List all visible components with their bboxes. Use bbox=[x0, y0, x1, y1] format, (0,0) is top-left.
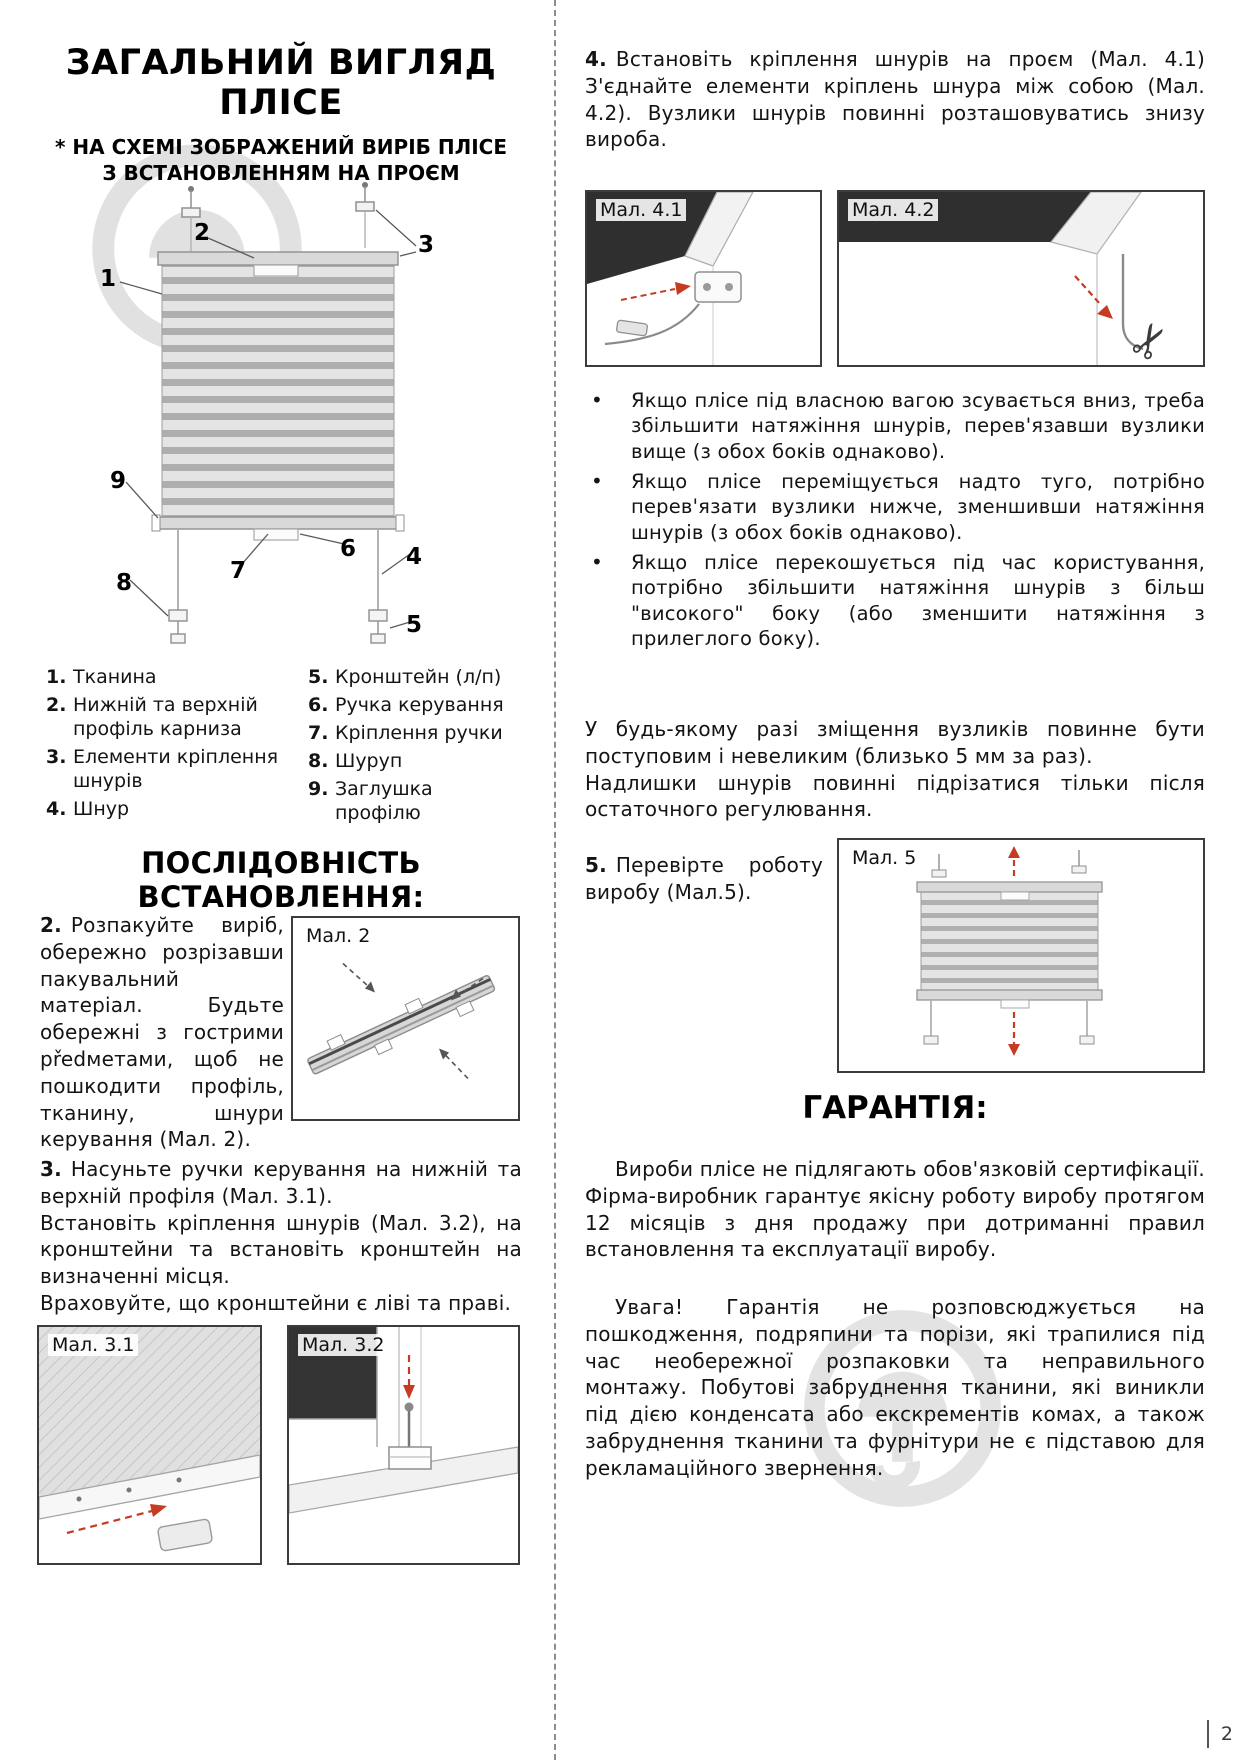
figure-4-1: Мал. 4.1 bbox=[585, 190, 822, 367]
step-3-line2: Встановіть кріплення шнурів (Мал. 3.2), … bbox=[40, 1210, 522, 1289]
legend-item: 4. Шнур bbox=[46, 798, 308, 822]
blind-diagram-illustration bbox=[119, 182, 417, 644]
page-title-line1: ЗАГАЛЬНИЙ ВИГЛЯД bbox=[65, 43, 497, 83]
diagram-callout-9: 9 bbox=[110, 468, 127, 494]
bullet-text: Якщо плісе перекошується під час користу… bbox=[631, 551, 1205, 651]
bullet-marker: • bbox=[591, 550, 603, 575]
step-3-paragraph: 3.Насуньте ручки керування на нижній та … bbox=[40, 1156, 522, 1317]
legend-item-text: Шнур bbox=[73, 797, 130, 820]
figure-2-illustration bbox=[307, 962, 496, 1080]
figure-3-1: Мал. 3.1 bbox=[37, 1325, 262, 1565]
step-3-line1-text: Насуньте ручки керування на нижній та ве… bbox=[40, 1157, 522, 1208]
adjustment-note-line2: Надлишки шнурів повинні підрізатися тіль… bbox=[585, 770, 1205, 822]
column-divider bbox=[554, 0, 556, 1760]
installation-sequence-heading: ПОСЛІДОВНІСТЬ ВСТАНОВЛЕННЯ: bbox=[137, 846, 425, 914]
warranty-paragraph-1: Вироби плісе не підлягають обов'язковій … bbox=[585, 1157, 1205, 1262]
legend-item-number: 7. bbox=[308, 721, 329, 744]
blind-overview-diagram: 1 2 3 4 5 6 7 8 9 bbox=[58, 182, 498, 657]
parts-legend-column-1: 1. Тканина 2. Нижній та верхній профіль … bbox=[46, 666, 308, 830]
legend-item-text: Заглушка профілю bbox=[335, 777, 433, 824]
diagram-callout-3: 3 bbox=[418, 232, 435, 258]
legend-item-text: Елементи кріплення шнурів bbox=[73, 745, 279, 792]
legend-item: 6. Ручка керування bbox=[308, 694, 522, 718]
bullet-text: Якщо плісе під власною вагою зсувається … bbox=[631, 389, 1205, 463]
warranty-heading: ГАРАНТІЯ: bbox=[802, 1090, 988, 1126]
bullet-item: • Якщо плісе перекошується під час корис… bbox=[585, 550, 1205, 651]
legend-item: 5. Кронштейн (л/п) bbox=[308, 666, 522, 690]
legend-item: 3. Елементи кріплення шнурів bbox=[46, 746, 308, 794]
legend-item-number: 8. bbox=[308, 749, 329, 772]
parts-legend: 1. Тканина 2. Нижній та верхній профіль … bbox=[46, 666, 522, 830]
figure-4-2-label: Мал. 4.2 bbox=[848, 199, 939, 221]
scissors-icon: ✂ bbox=[1117, 311, 1183, 365]
figure-3-1-label: Мал. 3.1 bbox=[48, 1334, 139, 1356]
step-5-text: Перевірте роботу виробу (Мал.5). bbox=[585, 853, 823, 904]
figure-2: Мал. 2 bbox=[291, 916, 520, 1121]
legend-item-text: Кронштейн (л/п) bbox=[335, 666, 502, 688]
parts-legend-column-2: 5. Кронштейн (л/п) 6. Ручка керування 7.… bbox=[308, 666, 522, 830]
legend-item: 9. Заглушка профілю bbox=[308, 778, 522, 826]
legend-item-number: 5. bbox=[308, 666, 329, 688]
bullet-text: Якщо плісе переміщується надто туго, пот… bbox=[631, 470, 1205, 544]
step-2-paragraph: 2.Розпакуйте виріб, обережно розрізавши … bbox=[40, 912, 284, 1153]
step-2-number: 2. bbox=[40, 913, 62, 937]
page-subtitle-line2: З ВСТАНОВЛЕННЯМ НА ПРОЄМ bbox=[102, 161, 460, 185]
step-2-text: Розпакуйте виріб, обережно розрізавши па… bbox=[40, 913, 284, 1152]
adjustment-note-line1: У будь-якому разі зміщення вузликів пови… bbox=[585, 717, 1205, 768]
diagram-callout-8: 8 bbox=[116, 570, 133, 596]
legend-item-number: 1. bbox=[46, 666, 67, 688]
legend-item-text: Шуруп bbox=[335, 749, 403, 772]
diagram-callout-2: 2 bbox=[194, 220, 211, 246]
step-3-number: 3. bbox=[40, 1157, 62, 1181]
figure-2-label: Мал. 2 bbox=[302, 925, 375, 947]
bullet-marker: • bbox=[591, 388, 603, 412]
legend-item-number: 2. bbox=[46, 693, 67, 716]
legend-item: 8. Шуруп bbox=[308, 750, 522, 774]
legend-item: 2. Нижній та верхній профіль карниза bbox=[46, 694, 308, 742]
figure-3-1-illustration bbox=[39, 1327, 260, 1552]
adjustment-bullets: • Якщо плісе під власною вагою зсуваєтьс… bbox=[585, 388, 1205, 656]
figure-5-label: Мал. 5 bbox=[848, 847, 921, 869]
legend-item-number: 9. bbox=[308, 777, 329, 800]
bullet-marker: • bbox=[591, 469, 603, 494]
diagram-callout-1: 1 bbox=[100, 266, 117, 292]
figure-3-2-label: Мал. 3.2 bbox=[298, 1334, 389, 1356]
figure-5: Мал. 5 bbox=[837, 838, 1205, 1073]
bullet-item: • Якщо плісе переміщується надто туго, п… bbox=[585, 469, 1205, 545]
figure-5-illustration bbox=[916, 846, 1103, 1056]
step-4-number: 4. bbox=[585, 47, 607, 71]
diagram-callout-4: 4 bbox=[406, 544, 423, 570]
step-5-paragraph: 5.Перевірте роботу виробу (Мал.5). bbox=[585, 852, 823, 906]
step-3-line1: 3.Насуньте ручки керування на нижній та … bbox=[40, 1156, 522, 1210]
legend-item-number: 3. bbox=[46, 745, 67, 768]
legend-item-text: Ручка керування bbox=[335, 693, 504, 716]
page-subtitle: * НА СХЕМІ ЗОБРАЖЕНИЙ ВИРІБ ПЛІСЕ З ВСТА… bbox=[40, 134, 522, 186]
step-5-number: 5. bbox=[585, 853, 607, 877]
page-subtitle-line1: * НА СХЕМІ ЗОБРАЖЕНИЙ ВИРІБ ПЛІСЕ bbox=[54, 135, 507, 159]
bullet-item: • Якщо плісе під власною вагою зсуваєтьс… bbox=[585, 388, 1205, 464]
legend-item: 7. Кріплення ручки bbox=[308, 722, 522, 746]
diagram-callout-6: 6 bbox=[340, 536, 357, 562]
figure-4-2: Мал. 4.2 ✂ bbox=[837, 190, 1205, 367]
figure-3-2-illustration bbox=[289, 1327, 518, 1514]
warranty-paragraph-2: Увага! Гарантія не розповсюджується на п… bbox=[585, 1295, 1205, 1480]
legend-item-text: Кріплення ручки bbox=[335, 721, 503, 744]
step-3-line3: Враховуйте, що кронштейни є ліві та прав… bbox=[40, 1290, 512, 1315]
legend-item-text: Тканина bbox=[73, 666, 157, 688]
diagram-callout-7: 7 bbox=[230, 558, 247, 584]
figure-4-1-label: Мал. 4.1 bbox=[596, 199, 687, 221]
legend-item: 1. Тканина bbox=[46, 666, 308, 690]
page-title-line2: ПЛІСЕ bbox=[219, 82, 343, 123]
legend-item-number: 6. bbox=[308, 693, 329, 716]
legend-item-number: 4. bbox=[46, 797, 67, 820]
legend-item-text: Нижній та верхній профіль карниза bbox=[73, 693, 258, 740]
diagram-callout-5: 5 bbox=[406, 612, 423, 638]
step-4-text: Встановіть кріплення шнурів на проєм (Ма… bbox=[585, 47, 1205, 152]
step-4-paragraph: 4.Встановіть кріплення шнурів на проєм (… bbox=[585, 46, 1205, 153]
adjustment-note: У будь-якому разі зміщення вузликів пови… bbox=[585, 716, 1205, 823]
figure-3-2: Мал. 3.2 bbox=[287, 1325, 520, 1565]
page-number: 2 bbox=[1206, 1720, 1233, 1748]
page-title: ЗАГАЛЬНИЙ ВИГЛЯД ПЛІСЕ bbox=[40, 43, 522, 124]
